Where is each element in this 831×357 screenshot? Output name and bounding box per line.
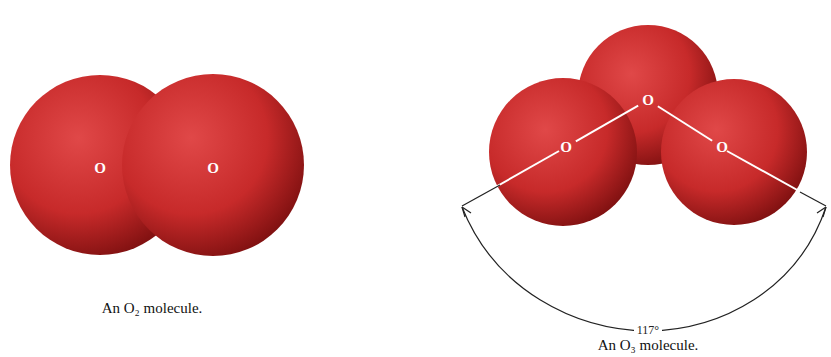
atom-symbol: O [642, 93, 654, 108]
arc-end-mark [462, 207, 826, 217]
angle-arc [462, 207, 826, 331]
atom-node: O [90, 159, 110, 178]
bond-line [576, 106, 638, 142]
atom-node: O [203, 159, 223, 178]
angle-leg [800, 192, 826, 206]
angle-leg [462, 151, 559, 206]
atom-symbol: O [716, 140, 728, 155]
molecule-caption: An O₃ molecule. [598, 337, 699, 354]
angle-leg [462, 185, 500, 206]
atom-sphere [661, 79, 807, 225]
angle-leg [727, 151, 826, 206]
atom-symbol: O [560, 140, 572, 155]
molecule-caption: An O₂ molecule. [102, 300, 203, 317]
bond-line [658, 106, 712, 141]
atom-sphere [122, 74, 304, 256]
atom-node: O [556, 138, 576, 157]
atom-sphere [489, 78, 637, 226]
atom-symbol: O [207, 161, 219, 176]
atom-node: O [638, 91, 658, 110]
atom-symbol: O [94, 161, 106, 176]
atom-node: O [712, 138, 732, 157]
angle-label: 117° [634, 324, 662, 337]
